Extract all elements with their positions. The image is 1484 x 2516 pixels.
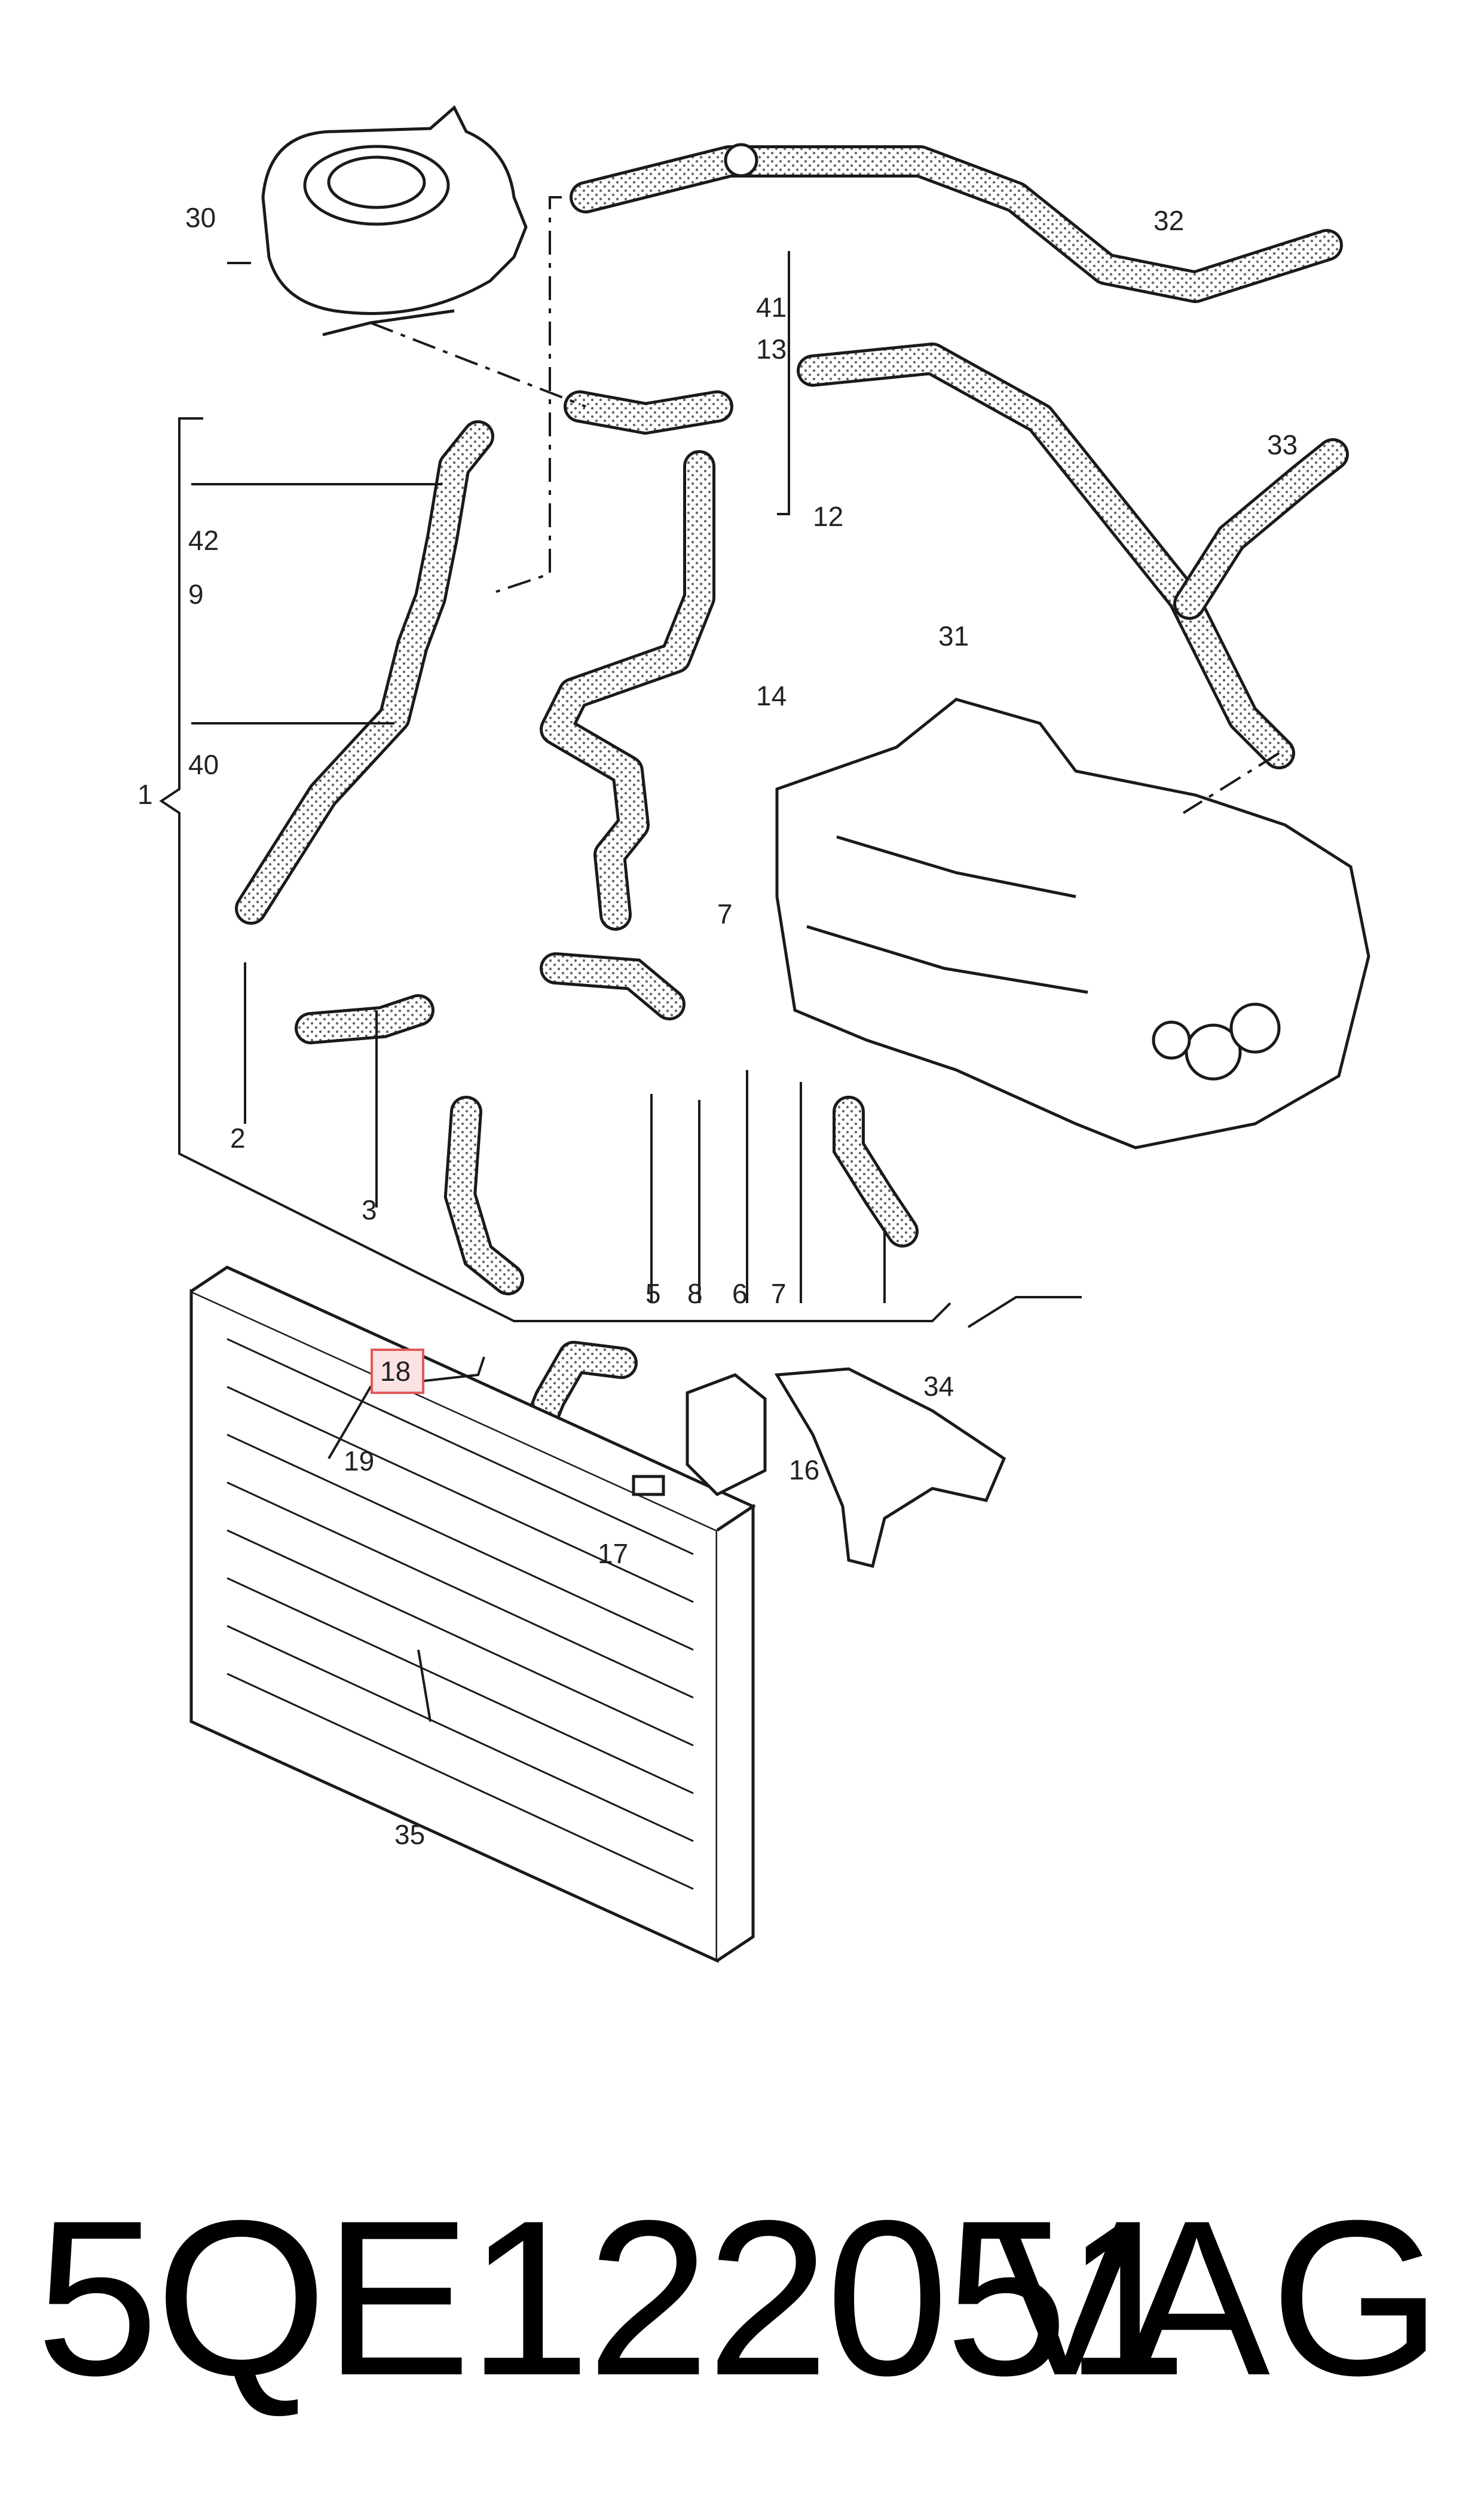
callout-31: 31 — [938, 620, 969, 652]
leader-lines — [159, 196, 1280, 1722]
callout-7b: 7 — [771, 1278, 787, 1309]
hose-left-40 — [235, 420, 494, 925]
part-number: 5QE122051 — [36, 2175, 1188, 2422]
radiator — [189, 1265, 757, 1963]
callout-14: 14 — [756, 680, 787, 711]
callout-18: 18 — [380, 1356, 411, 1387]
callout-42: 42 — [188, 525, 219, 556]
callout-16: 16 — [789, 1454, 819, 1485]
callout-19: 19 — [344, 1445, 374, 1476]
callout-32: 32 — [1153, 205, 1184, 236]
valve-16 — [632, 1373, 767, 1497]
highlight-box-18 — [371, 1349, 424, 1394]
gearbox — [775, 698, 1370, 1150]
callout-13: 13 — [756, 334, 787, 365]
callout-30: 30 — [185, 202, 216, 233]
callout-34: 34 — [923, 1371, 954, 1402]
callout-labels: 1 2 3 5 6 7 7 8 9 12 13 14 16 17 18 19 3… — [137, 202, 1298, 1850]
callout-12: 12 — [813, 501, 843, 532]
callout-9: 9 — [188, 579, 204, 610]
expansion-tank — [261, 105, 528, 337]
hose-32 — [570, 143, 1343, 303]
callout-33: 33 — [1267, 429, 1298, 460]
callout-5: 5 — [645, 1278, 661, 1309]
hose-12-assembly — [540, 390, 733, 931]
callout-3: 3 — [362, 1194, 377, 1225]
callout-41: 41 — [756, 292, 787, 323]
callout-6: 6 — [732, 1278, 748, 1309]
hose-33 — [797, 343, 1349, 769]
hose-middle-chain — [295, 952, 919, 1295]
callout-40: 40 — [188, 749, 219, 780]
callout-7a: 7 — [717, 898, 733, 930]
callout-1: 1 — [137, 779, 153, 810]
callout-35: 35 — [394, 1819, 425, 1850]
callout-2: 2 — [230, 1123, 246, 1154]
callout-8: 8 — [687, 1278, 703, 1309]
brand-name: VAG — [992, 2175, 1442, 2422]
callout-17: 17 — [598, 1538, 628, 1569]
bracket-34 — [774, 1367, 1006, 1569]
